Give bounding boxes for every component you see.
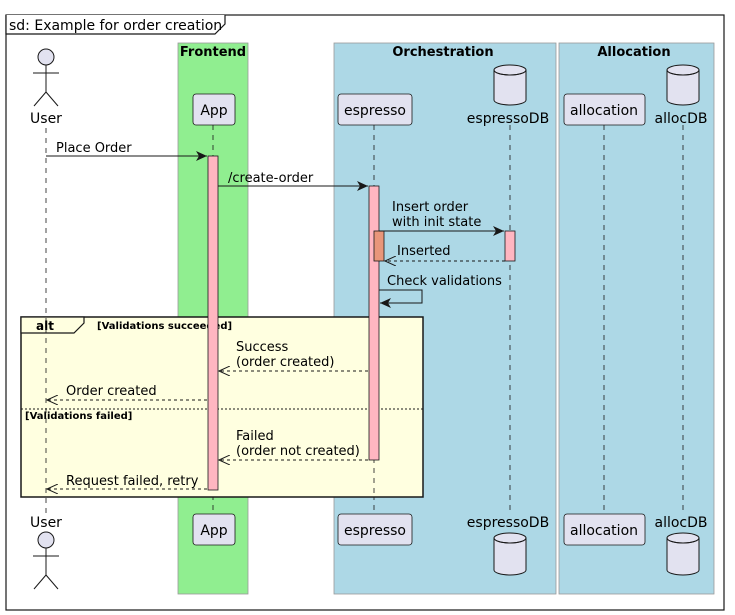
activation-espresso xyxy=(368,185,380,461)
participant-app-top xyxy=(192,93,236,126)
activation-espressodb xyxy=(504,230,516,262)
participant-espresso-bottom xyxy=(337,513,413,546)
participant-allocation-top xyxy=(563,93,646,126)
database-espressodb-label-top: espressoDB xyxy=(467,111,549,127)
actor-user-top xyxy=(33,48,59,107)
alt-guard-1: [Validations succeeded] xyxy=(97,321,232,332)
participant-app-label-top: App xyxy=(200,103,227,119)
actor-user-bottom xyxy=(33,531,59,590)
alt-guard-2: [Validations failed] xyxy=(25,411,132,422)
frame-title: sd: Example for order creation xyxy=(9,18,222,34)
participant-allocation-label-bottom: allocation xyxy=(570,523,638,539)
alt-fragment-tab xyxy=(20,316,85,334)
message-insert-order-label-1: Insert order xyxy=(392,200,469,215)
participant-espresso-label-bottom: espresso xyxy=(344,523,406,539)
message-failed-label-1: Failed xyxy=(236,429,274,444)
message-place-order-label: Place Order xyxy=(56,141,132,156)
participant-allocation-bottom xyxy=(563,513,646,546)
message-success-label-2: (order created) xyxy=(236,355,334,370)
actor-user-label-bottom: User xyxy=(30,515,62,531)
activation-espresso-nested xyxy=(373,230,385,262)
participant-app-label-bottom: App xyxy=(200,523,227,539)
message-insert-order-label-2: with init state xyxy=(392,215,481,230)
participant-app-bottom xyxy=(192,513,236,546)
database-espressodb-top xyxy=(493,64,527,106)
activation-app xyxy=(207,155,219,491)
message-check-validations xyxy=(379,289,423,308)
participant-espresso-label-top: espresso xyxy=(344,103,406,119)
alt-fragment xyxy=(20,316,424,498)
alt-keyword: alt xyxy=(36,319,54,333)
database-espressodb-bottom xyxy=(493,532,527,576)
database-allocdb-bottom xyxy=(666,532,700,576)
message-request-failed-label: Request failed, retry xyxy=(66,474,199,489)
message-inserted-label: Inserted xyxy=(397,244,451,259)
message-failed-label-2: (order not created) xyxy=(236,444,360,459)
message-check-validations-label: Check validations xyxy=(387,274,502,289)
message-create-order-label: /create-order xyxy=(228,171,314,186)
box-orchestration-title: Orchestration xyxy=(392,45,493,60)
message-order-created-label: Order created xyxy=(66,384,157,399)
box-allocation-title: Allocation xyxy=(597,45,670,60)
frame-title-tab xyxy=(5,15,226,35)
box-allocation xyxy=(558,42,715,595)
participant-espresso-top xyxy=(337,93,413,126)
box-frontend-title: Frontend xyxy=(180,45,246,60)
database-espressodb-label-bottom: espressoDB xyxy=(467,515,549,531)
database-allocdb-label-bottom: allocDB xyxy=(654,515,707,531)
database-allocdb-label-top: allocDB xyxy=(654,111,707,127)
participant-allocation-label-top: allocation xyxy=(570,103,638,119)
database-allocdb-top xyxy=(666,64,700,106)
message-success-label-1: Success xyxy=(236,340,289,355)
actor-user-label-top: User xyxy=(30,111,62,127)
